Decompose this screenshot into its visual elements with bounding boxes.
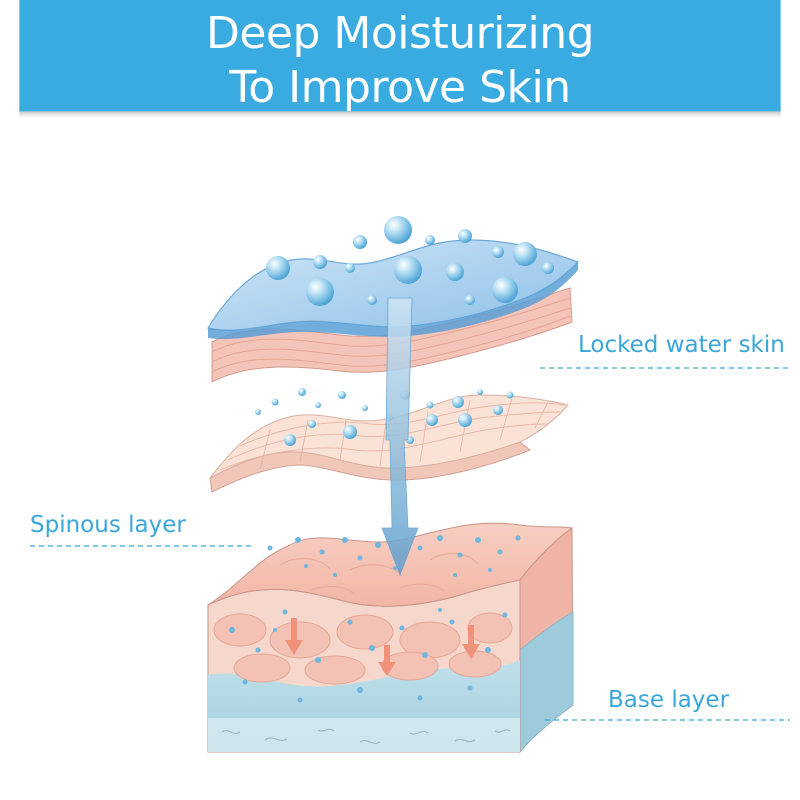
title-line-2: To Improve Skin xyxy=(229,62,571,113)
blue-film-edge xyxy=(208,262,578,340)
skin-block xyxy=(207,522,574,754)
spinous-layer-label: Spinous layer xyxy=(30,512,186,538)
base-layer-label: Base layer xyxy=(608,687,730,713)
dermis-strip xyxy=(208,718,520,752)
locked-water-skin-label: Locked water skin xyxy=(578,332,785,358)
skin-block-side-base xyxy=(519,611,574,754)
header-banner xyxy=(19,0,781,118)
dermis-squiggles xyxy=(221,728,511,745)
film-water-drops xyxy=(266,216,554,306)
salmon-arrows xyxy=(285,618,480,676)
block-water-particles xyxy=(229,608,508,703)
title-line-1: Deep Moisturizing xyxy=(205,8,595,59)
penetration-arrow xyxy=(381,297,419,577)
header-background xyxy=(19,0,781,112)
surface-water-particles xyxy=(267,535,521,577)
skin-block-top xyxy=(207,522,574,607)
cell-pattern xyxy=(213,612,513,685)
middle-water-drops xyxy=(284,405,503,446)
header-shadow xyxy=(19,109,781,118)
